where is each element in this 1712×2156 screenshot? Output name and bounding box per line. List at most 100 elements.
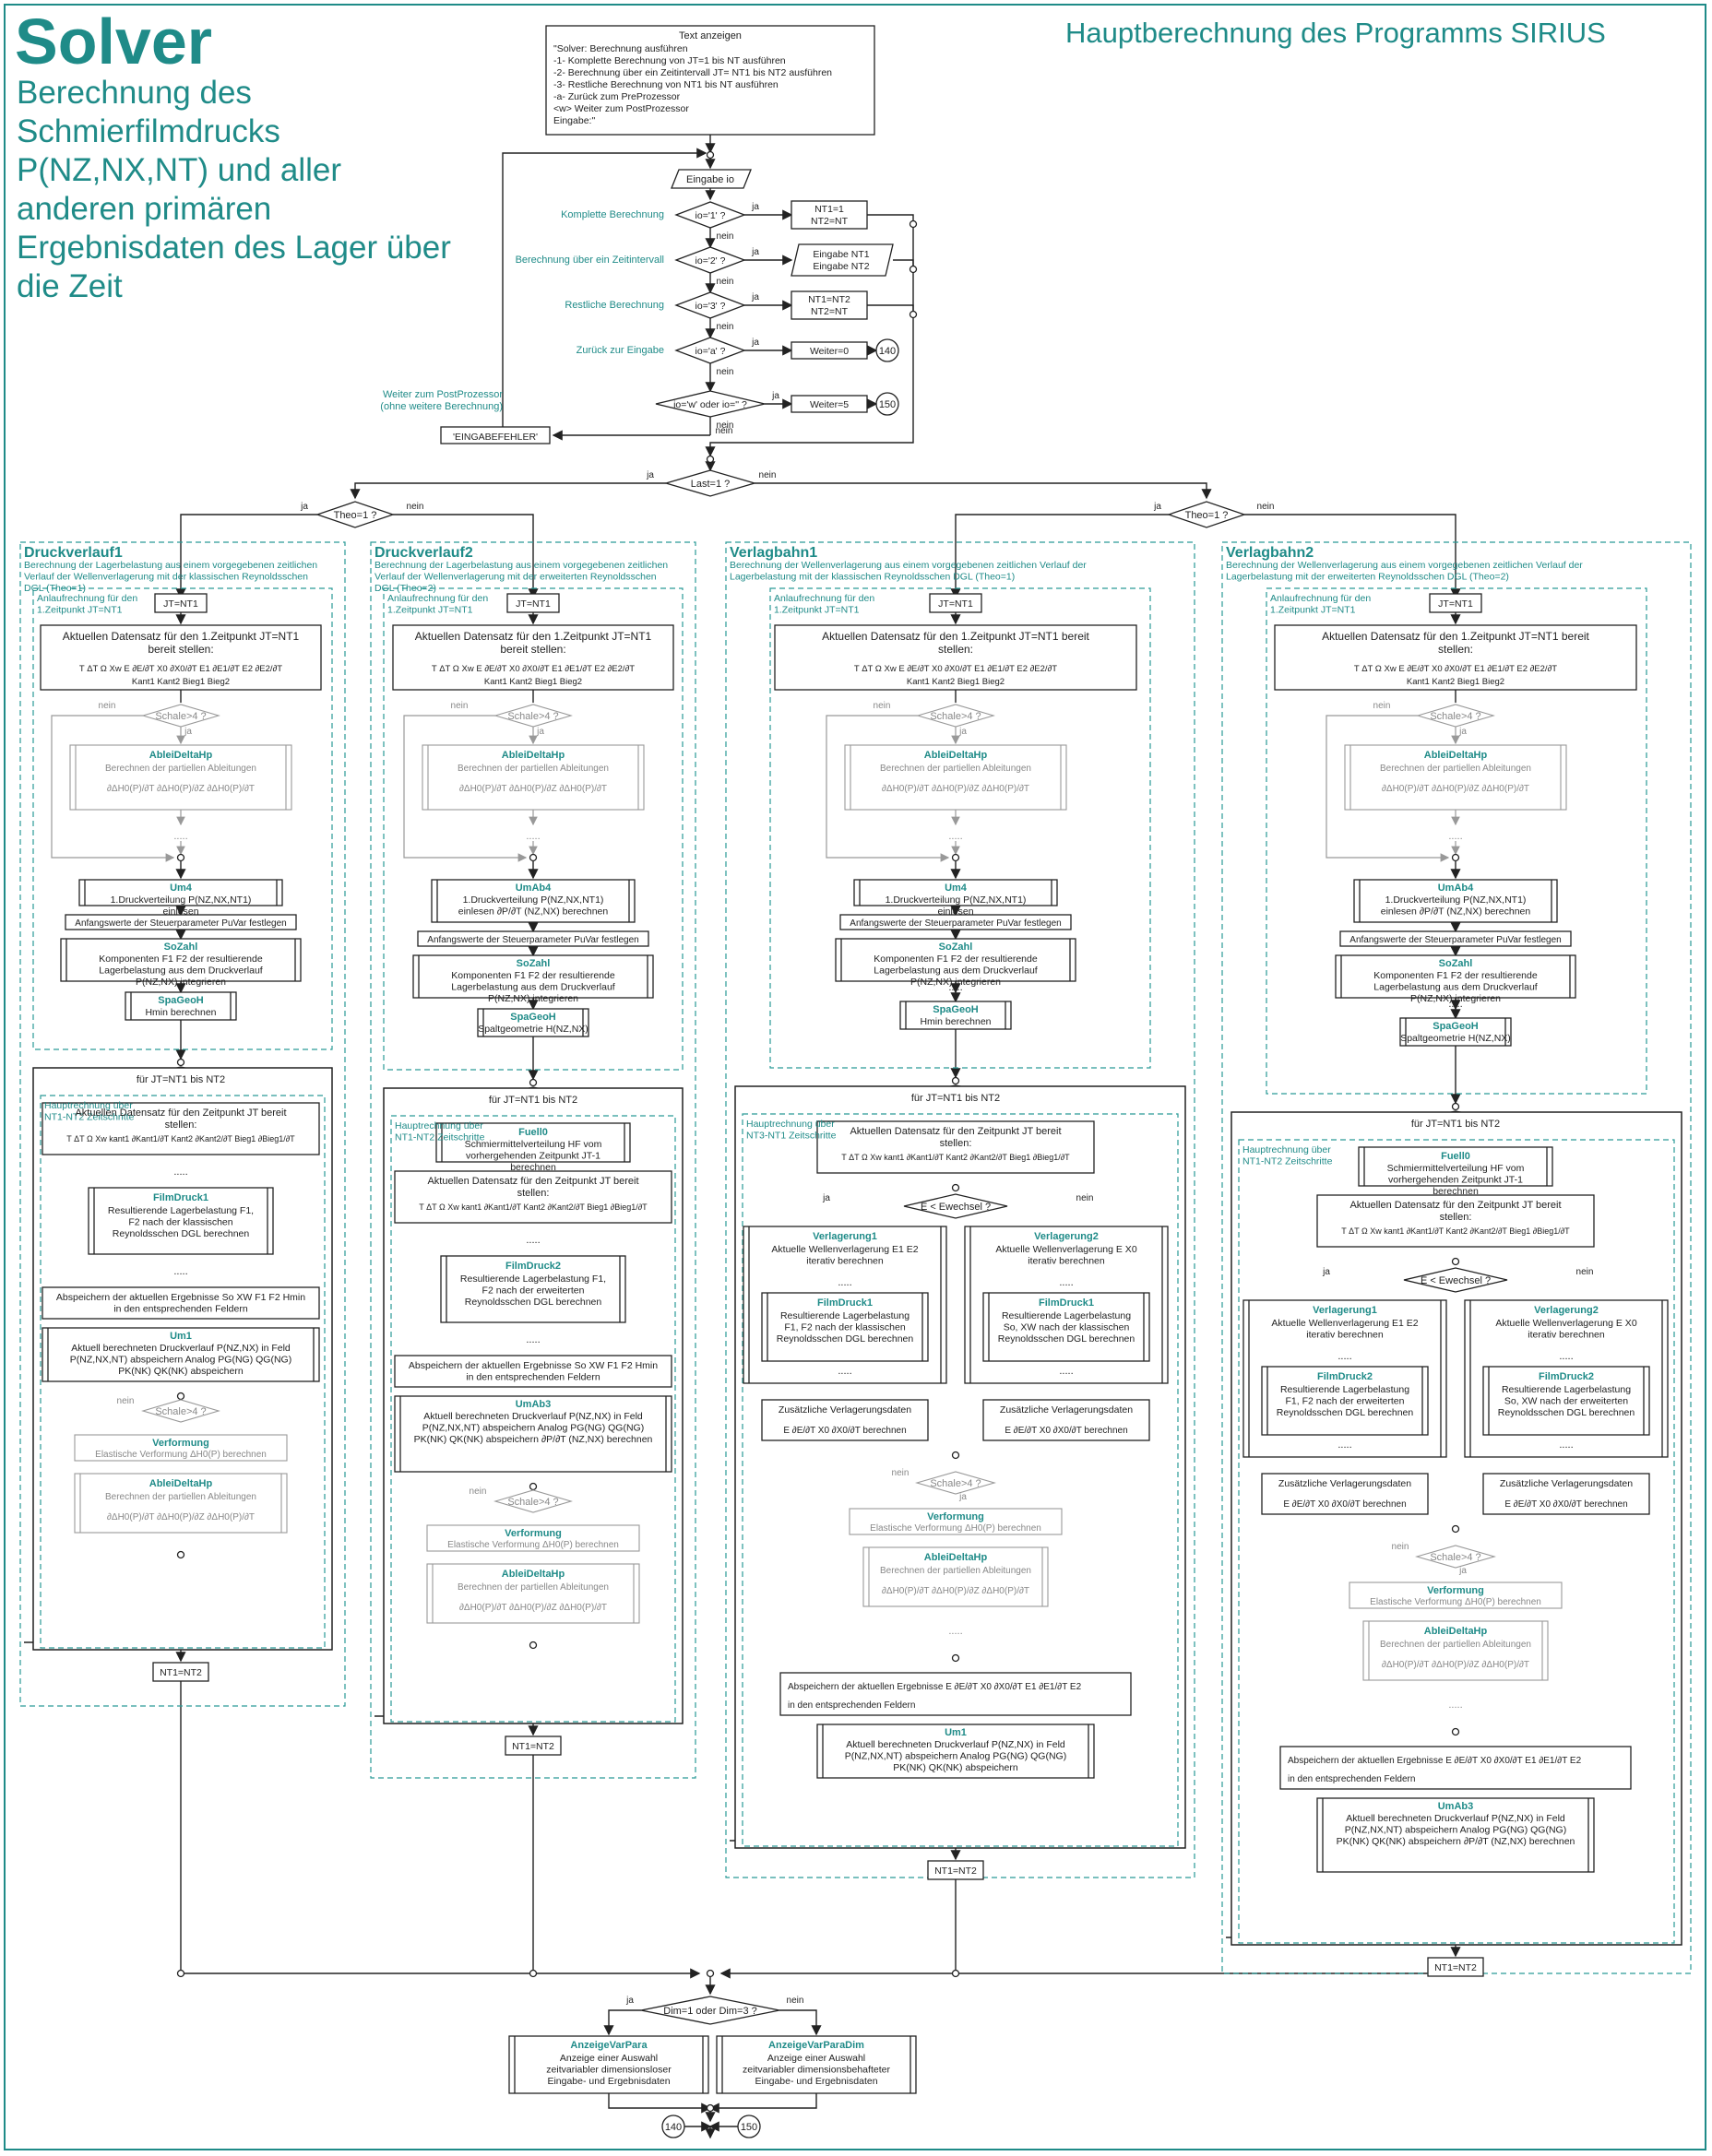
label: Spaltgeometrie H(NZ,NX) [1400,1033,1511,1044]
column-title: Druckverlauf1 [24,545,123,561]
label: Aktuelle Wellenverlagerung E1 E2 [1271,1318,1418,1329]
decision-label: Schale>4 ? [930,1478,981,1489]
label: AnzeigeVarPara [570,2040,648,2051]
label: ja [536,727,544,737]
label: Weiter=0 [810,346,849,357]
ablei-vars: ∂ΔH0(P)/∂T ∂ΔH0(P)/∂Z ∂ΔH0(P)/∂T [882,1586,1029,1596]
label: 1.Zeitpunkt JT=NT1 [1270,605,1356,616]
flow-line [608,2093,712,2114]
label: zeitvariabler dimensionsloser [546,2065,672,2076]
label: einlesen ∂P/∂T (NZ,NX) berechnen [1381,906,1531,918]
label: JT=NT1 [1438,598,1473,610]
zusatz-box [761,1399,929,1441]
label: nein [717,322,734,332]
label: nein [1076,1193,1094,1203]
dataset-box [40,624,322,691]
spageo-box [899,1001,1012,1030]
label: FilmDruck2 [1317,1371,1373,1382]
label: nein [717,367,734,377]
decision-diamond [655,390,766,418]
label: FilmDruck1 [817,1297,873,1309]
junction [1451,1102,1460,1111]
anzeige-box [716,2035,917,2094]
label: Aktuell berechneten Druckverlauf P(NZ,NX… [846,1739,1065,1750]
ablei-box [844,744,1067,811]
label: Anlaufrechnung für den [774,593,874,604]
connector-circle [875,392,899,416]
junction [909,219,918,229]
junction [1451,1727,1460,1736]
decision-label: Last=1 ? [691,479,731,490]
label: So, XW nach der erweiterten [1504,1396,1628,1407]
label: nein [1373,701,1391,711]
init-box [929,593,982,613]
connector-circle [661,2115,685,2138]
decision-diamond [914,1471,997,1495]
label: AbleiDeltaHp [502,750,565,761]
label: PK(NK) QK(NK) abspeichern ∂P/∂T (NZ,NX) … [1337,1836,1575,1847]
label: Hauptrechnung über [1242,1144,1331,1155]
zusatz-vars: E ∂E/∂T X0 ∂X0/∂T berechnen [1283,1499,1406,1510]
main-dataset-box [42,1102,320,1155]
decision-diamond [916,704,995,728]
zusatz-box [1482,1473,1650,1515]
junction [529,1641,538,1650]
label: ..... [1448,1700,1462,1711]
spageo-box [1399,1017,1512,1047]
label: Zurück zur Eingabe [577,345,664,356]
label: AbleiDeltaHp [1424,750,1488,761]
junction [951,1451,960,1460]
flow-line [350,482,666,500]
label: SpaGeoH [158,995,204,1006]
label: 'EINGABEFEHLER' [453,432,538,443]
label: Anlaufrechnung für den [387,593,488,604]
label: nein [99,701,116,711]
decision-diamond [903,1193,1008,1219]
label: Berechnen der partiellen Ableitungen [458,1582,609,1593]
label: Um1 [945,1727,967,1738]
label: Zusätzliche Verlagerungsdaten [1278,1478,1411,1489]
decision-label: io='w' oder io='' ? [673,399,747,410]
label: NT1-NT2 Zeitschritte [1242,1156,1333,1167]
label: AbleiDeltaHp [149,750,213,761]
end-box [927,1860,984,1880]
label: Aktuellen Datensatz für den 1.Zeitpunkt … [1322,630,1589,643]
decision-label: Theo=1 ? [334,510,377,521]
label: Komplette Berechnung [561,209,664,220]
junction [529,1969,538,1978]
label: Abspeichern der aktuellen Ergebnisse So … [56,1292,305,1303]
label: Hauptrechnung über [395,1120,483,1131]
label: UmAb3 [516,1399,552,1410]
label: Um4 [170,883,193,894]
label: 1.Druckverteilung P(NZ,NX,NT1) [111,894,252,906]
flow-line [719,1968,957,1979]
junction [706,455,715,464]
label: Komponenten F1 F2 der resultierende [874,954,1038,965]
label: ..... [1059,1277,1073,1288]
connector-label: 150 [741,2122,757,2133]
label: Text anzeigen [679,30,742,41]
label: Weiter=5 [810,399,849,410]
init-box [1429,593,1482,613]
action-box [791,395,868,413]
init-box [506,593,560,613]
flow-line [1244,514,1461,599]
junction [909,310,918,319]
ablei-vars: ∂ΔH0(P)/∂T ∂ΔH0(P)/∂Z ∂ΔH0(P)/∂T [882,784,1029,794]
decision-label: E < Ewechsel ? [921,1202,991,1213]
loop-frame [383,1087,684,1724]
label: P(NZ,NX,NT) abspeichern Analog PG(NG) QG… [70,1355,291,1366]
label: FilmDruck2 [1539,1371,1594,1382]
ablei-vars: ∂ΔH0(P)/∂T ∂ΔH0(P)/∂Z ∂ΔH0(P)/∂T [459,784,607,794]
label: ja [751,202,759,212]
label: ..... [173,1266,187,1277]
solver-description: Berechnung des Schmierfilmdrucks P(NZ,NX… [17,75,451,304]
label: SoZahl [939,942,973,953]
save-text: in den entsprechenden Feldern [788,1700,915,1711]
decision-label: Schale>4 ? [1430,711,1480,722]
label: SpaGeoH [933,1004,979,1015]
label: 1.Zeitpunkt JT=NT1 [387,605,473,616]
filmdruck-box [982,1292,1150,1362]
label: Verlauf der Wellenverlagerung mit der kl… [24,572,308,583]
label: Resultierende Lagerbelastung [1280,1384,1409,1395]
